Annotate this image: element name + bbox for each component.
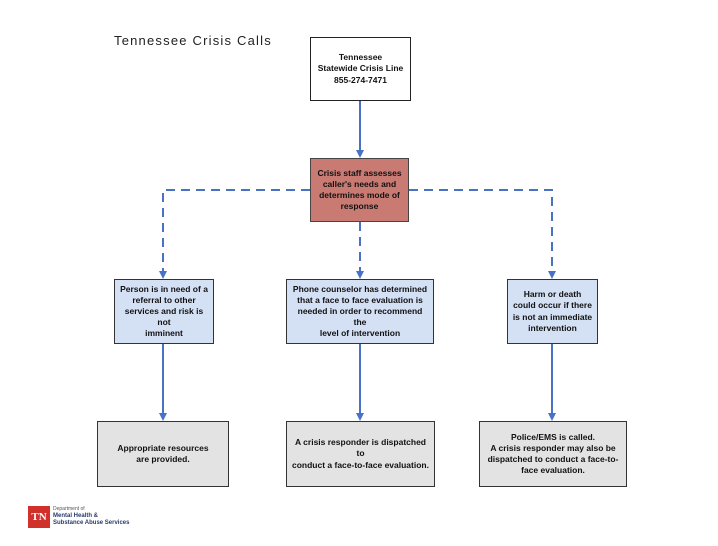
dispatched-box: A crisis responder is dispatched to cond… <box>286 421 435 487</box>
police-text-2: A crisis responder may also be <box>490 442 616 453</box>
crisis-line-text-3: 855-274-7471 <box>334 74 387 85</box>
police-text-3: dispatched to conduct a face-to- <box>487 454 619 464</box>
crisis-line-text-2: Statewide Crisis Line <box>317 63 404 74</box>
crisis-line-text-1: Tennessee <box>338 52 383 63</box>
harm-text-2: could occur if there <box>513 300 592 311</box>
assess-text-1: Crisis staff assesses <box>317 167 402 178</box>
counselor-box: Phone counselor has determined that a fa… <box>286 279 434 344</box>
counselor-text-1: Phone counselor has determined <box>292 283 428 294</box>
dashed-branch-right <box>409 189 556 279</box>
referral-text-1: Person is in need of a <box>120 283 208 294</box>
police-text-1: Police/EMS is called. <box>510 431 596 442</box>
logo-line-2: Mental Health & <box>53 512 99 519</box>
harm-text-1: Harm or death <box>523 289 582 300</box>
counselor-text-3: needed in order to recommend the <box>297 305 423 328</box>
police-text-4: face evaluation. <box>521 465 585 476</box>
assess-box: Crisis staff assesses caller's needs and… <box>310 158 409 222</box>
referral-box: Person is in need of a referral to other… <box>114 279 214 344</box>
logo-line-1: Department of <box>53 506 85 513</box>
dashed-branch-left <box>159 189 310 279</box>
referral-text-4: imminent <box>145 328 183 339</box>
crisis-line-box: Tennessee Statewide Crisis Line 855-274-… <box>310 37 411 101</box>
referral-text-3: services and risk is not <box>124 305 204 328</box>
assess-text-4: response <box>340 201 379 212</box>
dispatched-text-2: conduct a face-to-face evaluation. <box>292 459 429 470</box>
tn-department-logo: TN Department of Mental Health & Substan… <box>28 505 129 529</box>
page-title: Tennessee Crisis Calls <box>114 33 272 48</box>
resources-box: Appropriate resources are provided. <box>97 421 229 487</box>
resources-text-1: Appropriate resources <box>117 442 209 453</box>
referral-text-2: referral to other <box>132 294 196 305</box>
harm-box: Harm or death could occur if there is no… <box>507 279 598 344</box>
resources-text-2: are provided. <box>136 454 190 464</box>
harm-text-3: is not an immediate <box>512 311 593 322</box>
harm-text-4: intervention <box>528 322 577 333</box>
assess-text-3: determines mode of <box>319 190 400 200</box>
tn-logo-icon: TN <box>28 506 50 528</box>
police-box: Police/EMS is called. A crisis responder… <box>479 421 627 487</box>
logo-text: Department of Mental Health & Substance … <box>53 506 130 527</box>
logo-line-3: Substance Abuse Services <box>53 519 130 526</box>
counselor-text-4: level of intervention <box>319 328 401 339</box>
dispatched-text-1: A crisis responder is dispatched to <box>294 437 426 459</box>
counselor-text-2: that a face to face evaluation is <box>297 294 423 305</box>
assess-text-2: caller's needs and <box>322 178 397 189</box>
